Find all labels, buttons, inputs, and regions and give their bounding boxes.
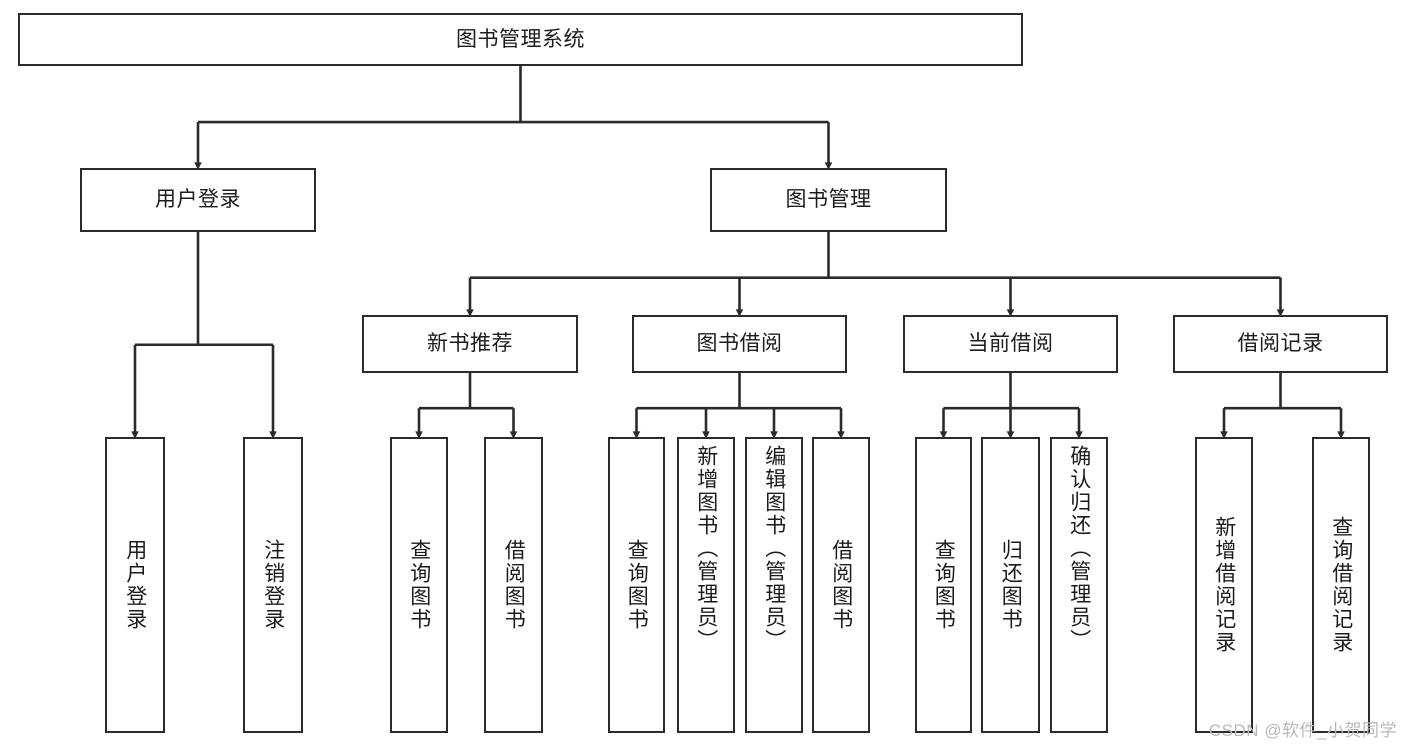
node-book-manage[interactable]: 图书管理 [710, 168, 947, 232]
node-label: 图书管理 [785, 188, 872, 212]
node-label: 新增借阅记录 [1212, 516, 1236, 654]
node-label: 借阅图书 [502, 539, 526, 631]
node-leaf-user-login[interactable]: 用户登录 [105, 437, 165, 733]
watermark: CSDN @软件_小贺同学 [1208, 721, 1397, 740]
node-leaf-borrow-book[interactable]: 借阅图书 [812, 437, 870, 733]
node-label: 确认归还（管理员） [1067, 445, 1091, 652]
node-label: 注销登录 [261, 539, 285, 631]
node-label: 图书管理系统 [456, 27, 585, 51]
node-label: 查询借阅记录 [1329, 516, 1353, 654]
node-label: 图书借阅 [696, 332, 783, 356]
node-label: 当前借阅 [967, 332, 1054, 356]
node-leaf-add-borrow-record[interactable]: 新增借阅记录 [1195, 437, 1253, 733]
node-user-login[interactable]: 用户登录 [80, 168, 316, 232]
node-leaf-logout[interactable]: 注销登录 [243, 437, 303, 733]
node-label: 查询图书 [625, 539, 649, 631]
node-label: 新增图书（管理员） [694, 445, 718, 652]
node-label: 借阅记录 [1237, 332, 1324, 356]
node-root[interactable]: 图书管理系统 [18, 13, 1023, 66]
node-leaf-borrow-book-rec[interactable]: 借阅图书 [484, 437, 543, 733]
node-label: 借阅图书 [829, 539, 853, 631]
node-leaf-query-book-rec[interactable]: 查询图书 [390, 437, 448, 733]
node-leaf-return-book[interactable]: 归还图书 [981, 437, 1040, 733]
node-current-borrow[interactable]: 当前借阅 [903, 315, 1118, 373]
node-leaf-confirm-return-admin[interactable]: 确认归还（管理员） [1050, 437, 1108, 733]
node-label: 查询图书 [932, 539, 956, 631]
node-label: 归还图书 [999, 539, 1023, 631]
node-leaf-query-borrow-record[interactable]: 查询借阅记录 [1312, 437, 1370, 733]
node-label: 用户登录 [123, 539, 147, 631]
node-label: 编辑图书（管理员） [762, 445, 786, 652]
node-label: 新书推荐 [427, 332, 513, 356]
node-leaf-query-book-borrow[interactable]: 查询图书 [608, 437, 665, 733]
node-label: 用户登录 [155, 188, 241, 212]
node-leaf-edit-book-admin[interactable]: 编辑图书（管理员） [745, 437, 803, 733]
node-borrow-record[interactable]: 借阅记录 [1173, 315, 1388, 373]
node-new-book-rec[interactable]: 新书推荐 [362, 315, 578, 373]
node-leaf-add-book-admin[interactable]: 新增图书（管理员） [677, 437, 735, 733]
node-leaf-query-book-cur[interactable]: 查询图书 [915, 437, 972, 733]
node-book-borrow[interactable]: 图书借阅 [632, 315, 847, 373]
node-label: 查询图书 [407, 539, 431, 631]
